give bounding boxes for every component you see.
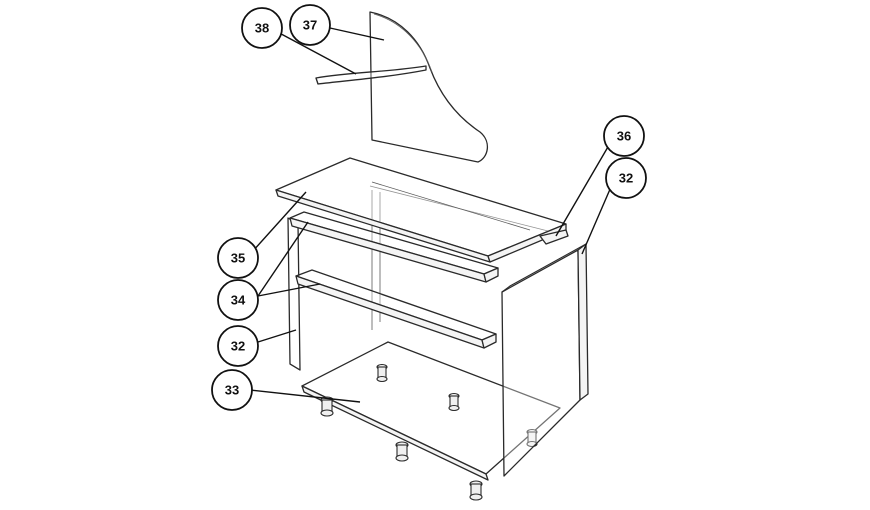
callout-37: 37 [289,4,331,46]
foot-back-left [376,363,388,383]
bottom-panel [301,341,561,481]
svg-text:38: 38 [255,21,269,36]
lower-shelf [295,269,497,349]
corner-shelf [315,65,427,85]
svg-text:35: 35 [231,251,245,266]
upper-shelf [289,211,499,283]
top-surface-panel [275,157,567,263]
svg-text:37: 37 [303,18,317,33]
callout-32-left: 32 [217,325,259,367]
right-side-panel [501,243,589,477]
foot-front-mid [395,441,409,462]
foot-back-mid [448,392,460,412]
foot-back-right [526,428,538,448]
callout-35: 35 [217,237,259,279]
foot-front-left [320,396,334,417]
svg-text:32: 32 [619,171,633,186]
callout-32-right: 32 [605,157,647,199]
small-strip [539,229,569,245]
callout-33: 33 [211,369,253,411]
svg-text:36: 36 [617,129,631,144]
callout-34: 34 [217,279,259,321]
callout-36: 36 [603,115,645,157]
leader-lines [249,27,615,403]
callout-38: 38 [241,7,283,49]
left-side-panel [287,217,301,371]
svg-text:33: 33 [225,383,239,398]
cabinet-feet [320,363,538,501]
foot-front-right [469,480,483,501]
curved-back-panel [369,11,488,163]
svg-text:32: 32 [231,339,245,354]
svg-text:34: 34 [231,293,246,308]
